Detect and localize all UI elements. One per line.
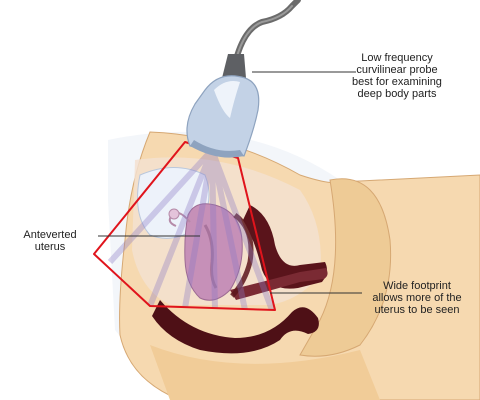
footprint-label-line-1: Wide footprint	[383, 280, 451, 292]
vagina-canal	[230, 268, 328, 300]
footprint-label: Wide footprint allows more of the uterus…	[358, 280, 476, 316]
probe-label-line-1: Low frequency	[361, 52, 433, 64]
probe-strain-relief	[222, 54, 246, 78]
skin-lower-fold	[150, 345, 380, 400]
probe-label: Low frequency curvilinear probe best for…	[322, 52, 472, 100]
uterus-label-line-1: Anteverted	[23, 229, 77, 241]
uterus-label-line-2: uterus	[34, 241, 66, 253]
probe-highlight	[214, 81, 240, 118]
probe-label-line-3: best for examining	[352, 76, 442, 88]
pelvic-floor	[152, 300, 319, 354]
footprint-label-line-2: allows more of the	[372, 292, 462, 304]
probe-label-line-4: deep body parts	[357, 88, 437, 100]
footprint-label-line-3: uterus to be seen	[374, 304, 460, 316]
ovary	[168, 208, 180, 220]
probe-face	[190, 140, 244, 158]
uterus-label: Anteverted uterus	[4, 229, 96, 253]
skin-buttock	[299, 178, 392, 357]
uterine-wall	[230, 213, 254, 298]
ultrasound-beam	[107, 147, 275, 310]
ultrasound-probe	[186, 75, 260, 157]
uterus-cavity	[203, 224, 218, 289]
probe-label-line-2: curvilinear probe	[356, 64, 438, 76]
